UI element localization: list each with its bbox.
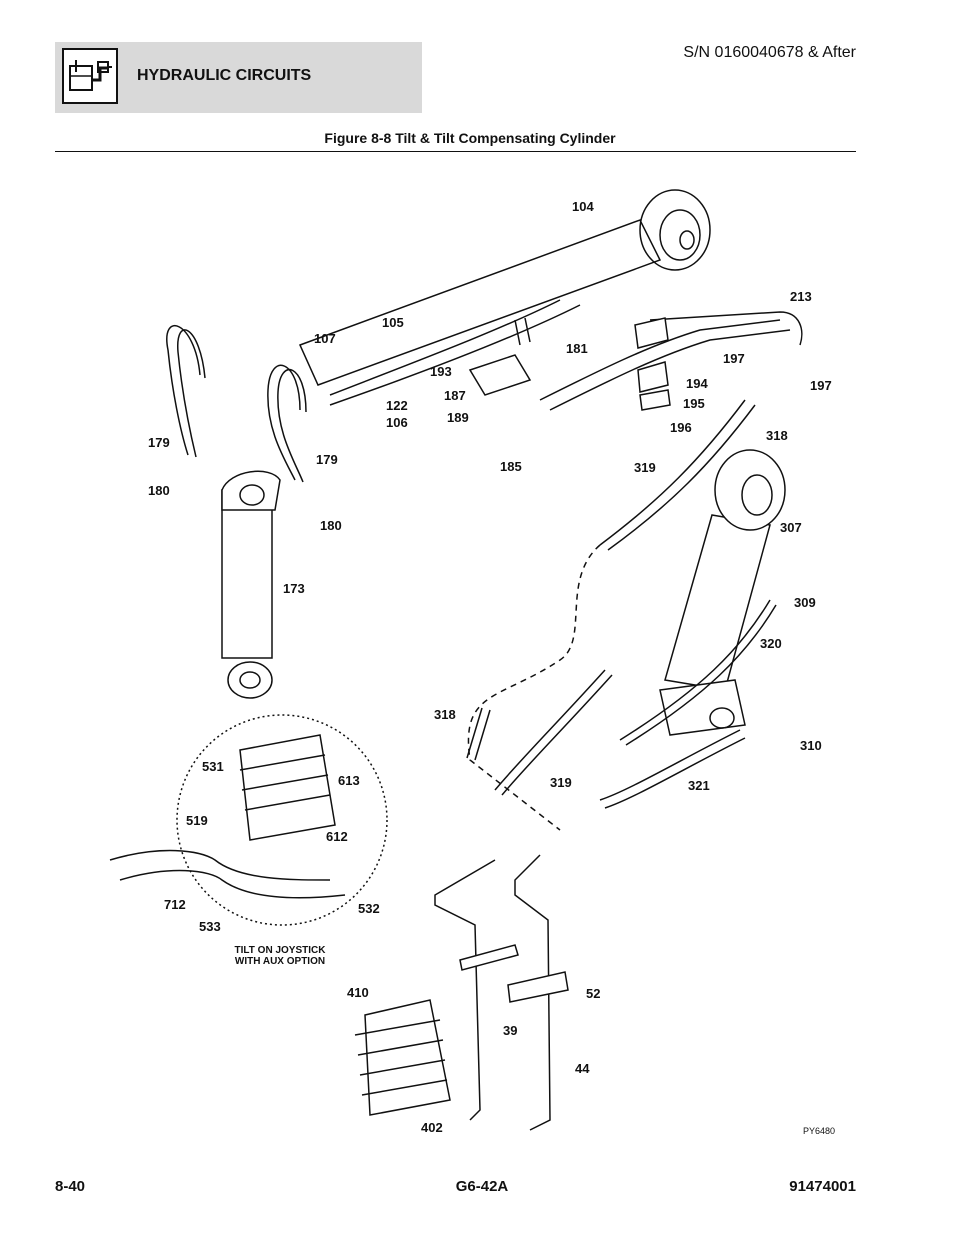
callout-320: 320 xyxy=(760,636,782,651)
callout-307: 307 xyxy=(780,520,802,535)
callout-180-b: 180 xyxy=(320,518,342,533)
callout-44: 44 xyxy=(575,1061,590,1076)
callout-180-a: 180 xyxy=(148,483,170,498)
section-title: HYDRAULIC CIRCUITS xyxy=(137,67,312,84)
figure-id: PY6480 xyxy=(803,1126,835,1136)
section-header: HYDRAULIC CIRCUITS xyxy=(55,42,422,113)
inset-note-line2: WITH AUX OPTION xyxy=(235,956,325,967)
callout-319-b: 319 xyxy=(550,775,572,790)
callout-612: 612 xyxy=(326,829,348,844)
callout-532: 532 xyxy=(358,901,380,916)
callout-173: 173 xyxy=(283,581,305,596)
callout-187: 187 xyxy=(444,388,466,403)
callout-321: 321 xyxy=(688,778,710,793)
callout-318-a: 318 xyxy=(766,428,788,443)
callout-531: 531 xyxy=(202,759,224,774)
callout-310: 310 xyxy=(800,738,822,753)
callout-712: 712 xyxy=(164,897,186,912)
callout-197-b: 197 xyxy=(810,378,832,393)
callout-410: 410 xyxy=(347,985,369,1000)
callout-318-b: 318 xyxy=(434,707,456,722)
figure-title: Figure 8-8 Tilt & Tilt Compensating Cyli… xyxy=(324,130,616,146)
page-number: 8-40 xyxy=(55,1178,86,1195)
callout-181: 181 xyxy=(566,341,588,356)
callout-194: 194 xyxy=(686,376,708,391)
callout-533: 533 xyxy=(199,919,221,934)
callout-106: 106 xyxy=(386,415,408,430)
callout-179-b: 179 xyxy=(316,452,338,467)
model-number: G6-42A xyxy=(455,1178,509,1195)
callout-402: 402 xyxy=(421,1120,443,1135)
callout-179-a: 179 xyxy=(148,435,170,450)
callout-213: 213 xyxy=(790,289,812,304)
callout-104: 104 xyxy=(572,199,594,214)
header-divider xyxy=(55,151,856,152)
hydraulic-circuit-icon xyxy=(62,48,118,104)
callout-185: 185 xyxy=(500,459,522,474)
callout-197-a: 197 xyxy=(723,351,745,366)
callout-519: 519 xyxy=(186,813,208,828)
serial-range: S/N 0160040678 & After xyxy=(683,44,856,61)
diagram-artwork xyxy=(109,189,803,1131)
callout-193: 193 xyxy=(430,364,452,379)
callout-52: 52 xyxy=(586,986,600,1001)
callout-122: 122 xyxy=(386,398,408,413)
callout-189: 189 xyxy=(447,410,469,425)
callout-309: 309 xyxy=(794,595,816,610)
callout-613: 613 xyxy=(338,773,360,788)
manual-part-number: 91474001 xyxy=(789,1178,856,1195)
inset-note-line1: TILT ON JOYSTICK xyxy=(235,945,327,956)
callout-39: 39 xyxy=(503,1023,517,1038)
callout-105: 105 xyxy=(382,315,404,330)
callout-195: 195 xyxy=(683,396,705,411)
callout-196: 196 xyxy=(670,420,692,435)
callout-319-a: 319 xyxy=(634,460,656,475)
callout-107: 107 xyxy=(314,331,336,346)
